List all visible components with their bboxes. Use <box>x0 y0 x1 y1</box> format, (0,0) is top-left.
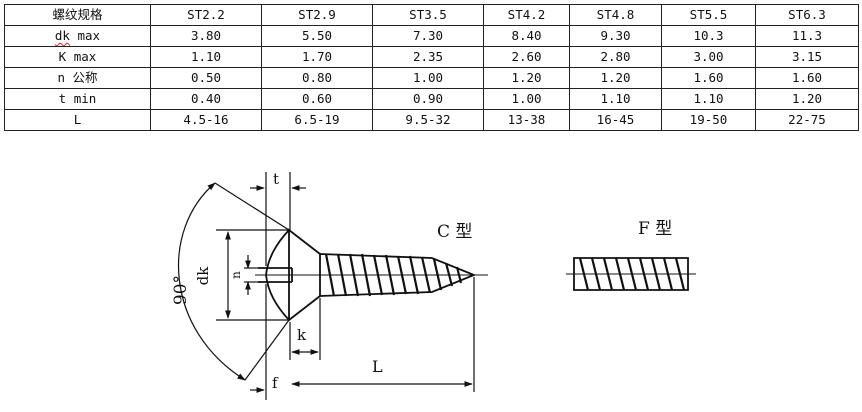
l-dimension <box>291 277 475 392</box>
table-cell: 0.90 <box>372 88 484 110</box>
t-dimension <box>250 172 306 266</box>
table-cell: 3.15 <box>755 46 859 68</box>
table-cell: 19-50 <box>661 109 756 131</box>
k-dimension <box>289 298 321 360</box>
table-cell: 22-75 <box>755 109 859 131</box>
dk-label: dk <box>194 266 212 286</box>
f-type-screw <box>566 257 696 291</box>
table-cell: 0.60 <box>261 88 373 110</box>
table-cell: 3.00 <box>661 46 756 68</box>
table-row: K max 1.10 1.70 2.35 2.60 2.80 3.00 3.15 <box>4 46 859 68</box>
row-label: L <box>4 109 151 131</box>
type-c-label: C 型 <box>437 222 472 242</box>
header-row: 螺纹规格 ST2.2 ST2.9 ST3.5 ST4.2 ST4.8 ST5.5… <box>4 4 859 26</box>
table-row: dk max 3.80 5.50 7.30 8.40 9.30 10.3 11.… <box>4 25 859 47</box>
dk-dimension <box>216 229 289 321</box>
thread-lines <box>324 253 463 297</box>
row-label-dk: dk <box>54 28 70 43</box>
t-label: t <box>273 170 279 188</box>
table-cell: 2.35 <box>372 46 484 68</box>
n-dimension <box>244 255 258 295</box>
spec-table: 螺纹规格 ST2.2 ST2.9 ST3.5 ST4.2 ST4.8 ST5.5… <box>4 4 859 131</box>
l-label: L <box>372 357 383 376</box>
table-cell: 13-38 <box>483 109 570 131</box>
table-cell: 16-45 <box>569 109 662 131</box>
row-label-suffix: max <box>69 28 101 43</box>
table-cell: 4.5-16 <box>150 109 262 131</box>
thread-lines <box>578 257 686 291</box>
f-dimension <box>250 284 267 400</box>
n-label: n <box>229 271 243 279</box>
table-cell: 6.5-19 <box>261 109 373 131</box>
type-f-label: F 型 <box>638 219 672 239</box>
table-cell: 9.5-32 <box>372 109 484 131</box>
table-row: L 4.5-16 6.5-19 9.5-32 13-38 16-45 19-50… <box>4 109 859 131</box>
table-row: t min 0.40 0.60 0.90 1.00 1.10 1.10 1.20 <box>4 88 859 110</box>
table-cell: 10.3 <box>661 25 756 47</box>
f-label: f <box>272 374 279 392</box>
k-label: k <box>297 326 307 344</box>
c-type-screw <box>255 228 488 322</box>
angle-label: 90° <box>171 275 191 305</box>
angle-dimension <box>178 182 290 381</box>
size-header: ST4.2 <box>483 4 570 26</box>
